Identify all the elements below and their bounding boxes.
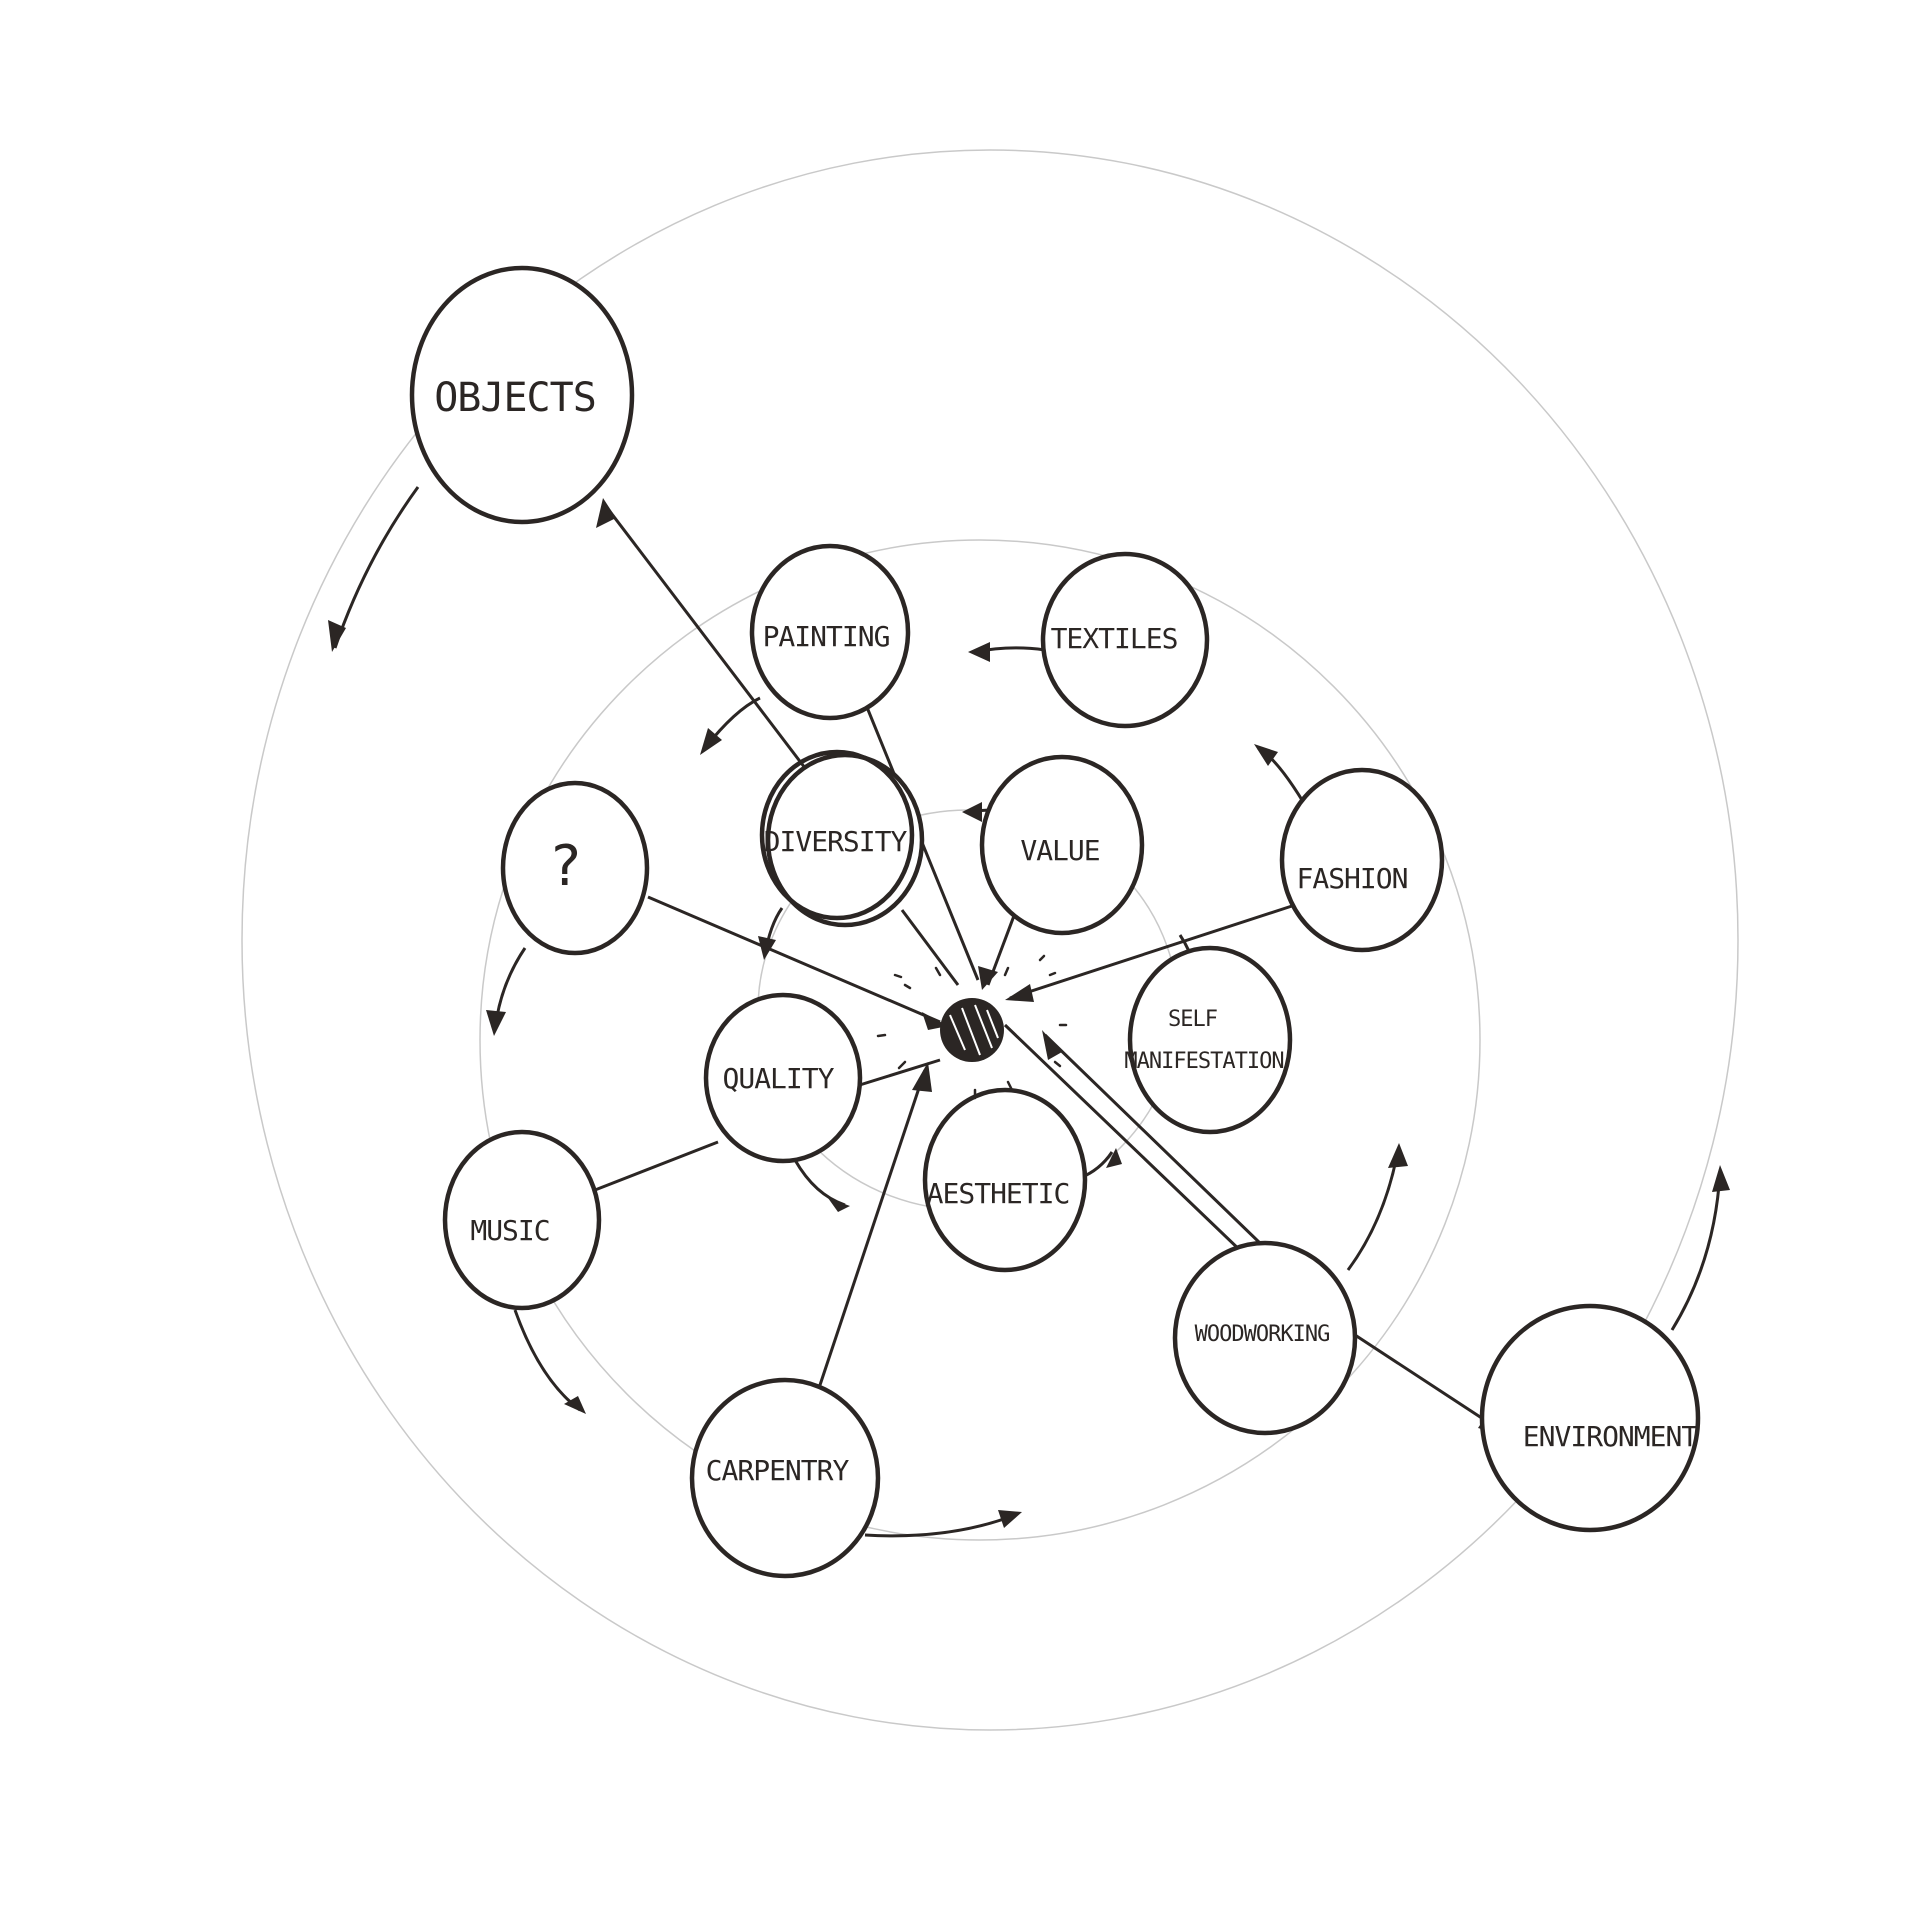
- arrow-woodworking-to-environment: [1354, 1333, 1501, 1432]
- node-woodworking-circle: [1172, 1240, 1358, 1436]
- node-environment-label: ENVIRONMENT: [1523, 1420, 1699, 1453]
- node-self-manifestation-circle: [1127, 945, 1293, 1135]
- node-self-manifestation: SELF MANIFESTATION: [1124, 945, 1293, 1135]
- orbit-woodworking-head: [1388, 1143, 1408, 1168]
- node-objects-circle: [409, 265, 635, 525]
- node-music-label: MUSIC: [470, 1214, 549, 1247]
- arrowhead-carpentry: [912, 1062, 932, 1092]
- node-quality-circle: [703, 992, 863, 1164]
- node-question: ?: [500, 780, 650, 956]
- node-textiles: TEXTILES: [1040, 551, 1210, 729]
- node-self-manifestation-label-1: SELF: [1168, 1007, 1217, 1032]
- orbit-music-head: [564, 1396, 586, 1414]
- outer-guide-circle: [241, 149, 1739, 1731]
- spoke-fashion-center: [1009, 903, 1296, 1000]
- node-self-manifestation-label-2: MANIFESTATION: [1124, 1049, 1283, 1074]
- node-carpentry: CARPENTRY: [689, 1377, 881, 1579]
- hub-rays: [876, 954, 1068, 1100]
- middle-guide-circle: [479, 539, 1481, 1541]
- node-question-circle: [500, 780, 650, 956]
- node-diversity-label: DIVERSITY: [764, 825, 908, 858]
- orbit-music: [513, 1309, 581, 1412]
- orbit-diversity-head: [758, 936, 776, 960]
- node-music-circle: [442, 1129, 602, 1311]
- spoke-quality-center: [849, 1058, 941, 1090]
- node-aesthetic: AESTHETIC: [922, 1087, 1088, 1273]
- arrowhead-objects: [596, 498, 616, 528]
- hub-center: [876, 954, 1068, 1100]
- node-value: VALUE: [979, 754, 1145, 936]
- node-painting-label: PAINTING: [763, 620, 890, 653]
- arrow-diversity-to-objects: [603, 504, 807, 769]
- node-value-label: VALUE: [1020, 834, 1099, 867]
- node-music: MUSIC: [442, 1129, 602, 1311]
- spoke-carpentry-center: [818, 1069, 927, 1386]
- node-diversity-circle-2: [759, 749, 915, 921]
- arrowhead-woodworking-center: [1042, 1030, 1062, 1060]
- node-quality: QUALITY: [703, 992, 863, 1164]
- spoke-woodworking-center-2: [1043, 1033, 1264, 1247]
- spoke-question-center: [647, 895, 941, 1024]
- orbit-quality-head: [828, 1198, 850, 1212]
- node-painting: PAINTING: [749, 543, 911, 721]
- arrowhead-value: [978, 966, 998, 990]
- orbit-aesthetic-head: [1106, 1148, 1122, 1168]
- node-quality-label: QUALITY: [722, 1062, 834, 1095]
- node-painting-circle: [749, 543, 911, 721]
- orbit-woodworking: [1346, 1149, 1400, 1271]
- node-objects-label: OBJECTS: [434, 375, 596, 421]
- node-carpentry-circle: [689, 1377, 881, 1579]
- arrowhead-fashion: [1005, 984, 1034, 1002]
- orbit-painting-head: [700, 728, 722, 755]
- node-fashion-label: FASHION: [1296, 862, 1407, 895]
- node-question-label: ?: [549, 834, 582, 899]
- orbit-environment: [1670, 1171, 1722, 1331]
- node-fashion: FASHION: [1279, 767, 1445, 953]
- orbit-question-head: [486, 1010, 506, 1036]
- orbit-arrows: [328, 486, 1730, 1538]
- node-textiles-label: TEXTILES: [1051, 622, 1178, 655]
- orbit-textiles-head: [968, 642, 990, 662]
- node-objects: OBJECTS: [409, 265, 635, 525]
- orbit-environment-head: [1712, 1165, 1730, 1192]
- orbit-objects: [333, 486, 420, 649]
- orbit-carpentry: [864, 1513, 1016, 1538]
- orbit-fashion-head: [1254, 744, 1278, 766]
- spoke-music-quality: [594, 1140, 719, 1192]
- node-aesthetic-circle: [922, 1087, 1088, 1273]
- spoke-diversity-center: [900, 909, 960, 986]
- node-diversity-circle: [765, 752, 925, 928]
- orbit-carpentry-head: [998, 1510, 1022, 1528]
- node-carpentry-label: CARPENTRY: [706, 1454, 850, 1487]
- node-woodworking-label: WOODWORKING: [1195, 1322, 1330, 1347]
- orbit-value-head: [962, 802, 982, 822]
- node-fashion-circle: [1279, 767, 1445, 953]
- node-value-circle: [979, 754, 1145, 936]
- node-woodworking: WOODWORKING: [1172, 1240, 1358, 1436]
- node-diversity: DIVERSITY: [759, 749, 925, 928]
- node-aesthetic-label: AESTHETIC: [927, 1177, 1070, 1210]
- node-environment: ENVIRONMENT: [1479, 1303, 1701, 1533]
- node-textiles-circle: [1040, 551, 1210, 729]
- node-environment-circle: [1479, 1303, 1701, 1533]
- orbit-objects-head: [328, 620, 346, 652]
- spoke-center-woodworking: [1003, 1023, 1247, 1257]
